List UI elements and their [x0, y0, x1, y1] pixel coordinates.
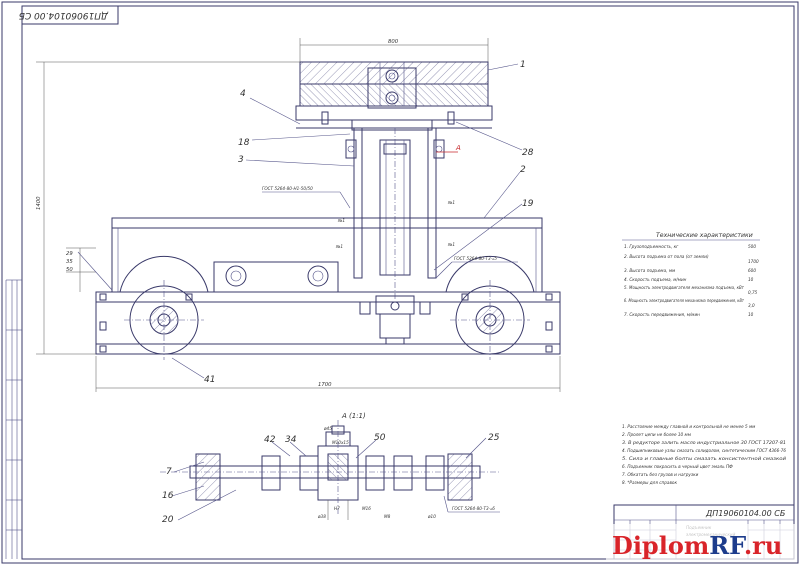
platform-plate-top: [299, 61, 489, 85]
callout-41: 41: [204, 375, 215, 385]
section-view: [160, 420, 500, 515]
weld-mark-2: №1: [335, 244, 343, 249]
note-7: 7. Обкатать без грузов и нагрузки: [622, 472, 699, 477]
callout-20: 20: [162, 515, 174, 525]
note-5: 5. Сила и главные болты смазать консисте…: [622, 456, 786, 461]
spec-label-3: 3. Высота подъема, мм: [624, 268, 675, 273]
logo-part-diplom: Diplom: [612, 531, 709, 560]
title-designation: ДП19060104.00 СБ: [705, 509, 786, 518]
note-1: 1. Расстояние между главной и контрольно…: [622, 424, 755, 429]
technical-notes: 1. Расстояние между главной и контрольно…: [622, 424, 786, 485]
callout-19: 19: [522, 199, 534, 209]
weld-mark-1: №1: [337, 218, 345, 223]
spec-label-7: 7. Скорость передвижения, м/мин: [624, 312, 700, 317]
callout-50: 50: [374, 433, 386, 443]
spec-label-4: 4. Скорость подъема, м/мин: [624, 277, 687, 282]
dim-35: 35: [66, 259, 73, 265]
dim-phi38: ø38: [317, 514, 326, 519]
mast-right-rail: [427, 127, 437, 279]
note-8: 8. *Размеры для справок: [622, 480, 677, 485]
spec-value-2: 1700: [748, 259, 759, 264]
platform-bearing-block: [367, 67, 417, 109]
callouts-section: 42 34 50 25 7 16 20: [162, 433, 500, 525]
view-marker-a: А: [455, 144, 461, 152]
note-3: 3. В редукторе залить масло индустриальн…: [622, 440, 786, 445]
dim-phi10: ø10: [427, 514, 436, 519]
tech-specs-heading: Технические характеристики: [656, 232, 753, 239]
gost-note-2: ГОСТ 5264-80-Т3-▵5: [454, 256, 497, 261]
section-dimensions: ø45 M10х15 H7 ø38 M16 M8 ø10: [317, 426, 436, 520]
gost-note-3: ГОСТ 5264-80-Т3-▵6: [452, 506, 495, 511]
dim-total-height: 1400: [36, 196, 42, 210]
platform-plate-bottom: [299, 83, 489, 107]
left-wheel: [119, 255, 209, 360]
spec-value-5: 0,75: [748, 290, 758, 295]
mast-left-rail: [353, 127, 363, 279]
dim-50: 50: [66, 267, 73, 273]
spec-value-6: 3,0: [748, 303, 755, 308]
dim-m8: M8: [384, 514, 391, 519]
callouts-left: 29 35 50: [77, 251, 113, 291]
platform-bearing-upper: [385, 69, 399, 83]
note-4: 4. Подшипниковые узлы смазать солидолом,…: [622, 448, 786, 453]
callout-18: 18: [238, 138, 250, 148]
dim-29: 29: [66, 251, 73, 257]
dim-h7: H7: [334, 506, 340, 511]
spec-label-2: 2. Высота подъема от пола (от земли): [624, 254, 709, 259]
overall-dimensions: 1400 1700 29 35 50: [36, 61, 561, 392]
tech-specs: Технические характеристики 1. Грузоподъе…: [622, 232, 760, 317]
base-frame: [95, 217, 561, 355]
upper-frame: [111, 217, 543, 229]
spec-value-7: 10: [748, 312, 754, 317]
callout-4: 4: [240, 89, 246, 99]
callout-16: 16: [162, 491, 174, 501]
dim-m16: M16: [362, 506, 371, 511]
weld-mark-3: №1: [447, 200, 455, 205]
dim-m10: M10х15: [332, 440, 349, 445]
mirrored-designation: ДП19060104.00 СБ: [19, 10, 109, 20]
left-binding-strip: [5, 279, 22, 559]
callout-34: 34: [285, 435, 297, 445]
lower-beam: [95, 343, 561, 355]
callout-25: 25: [488, 433, 500, 443]
main-beam: [95, 291, 561, 303]
spec-label-1: 1. Грузоподъемность, кг: [624, 244, 679, 249]
note-6: 6. Подъемник покрасить в черный цвет эма…: [622, 464, 733, 469]
spec-value-3: 600: [748, 268, 756, 273]
logo-part-ru: .ru: [744, 531, 782, 560]
platform-assembly: 800: [295, 38, 493, 131]
mirrored-designation-box: [21, 5, 119, 25]
note-2: 2. Пролет цепи не более 10 мм: [622, 432, 691, 437]
callout-7: 7: [166, 467, 172, 477]
drive-motor: [213, 261, 339, 293]
spec-label-6: 6. Мощность электродвигателя механизма п…: [624, 298, 744, 303]
svg-text:DiplomRF.ru: DiplomRF.ru: [612, 531, 782, 560]
callout-3: 3: [238, 155, 244, 165]
callouts-main: 1 4 18 3 28 2 19 41: [171, 60, 534, 385]
spec-value-1: 500: [748, 244, 756, 249]
gost-note-1: ГОСТ 5264-80-Н1-50/50: [262, 186, 313, 191]
dim-phi45: ø45: [323, 426, 332, 431]
callout-28: 28: [522, 148, 534, 158]
weld-mark-4: №1: [447, 242, 455, 247]
platform-bearing-lower: [385, 91, 399, 105]
logo-part-rf: RF: [709, 531, 746, 560]
spec-label-5: 5. Мощность электродвигателя механизма п…: [624, 285, 745, 290]
inner-frame: [21, 5, 795, 560]
spec-value-4: 10: [748, 277, 754, 282]
section-label: А (1:1): [341, 412, 366, 420]
site-logo: DiplomRF.ru: [606, 524, 796, 560]
callout-2: 2: [520, 165, 526, 175]
lift-mast: №1 №1 №1 №1 А: [335, 127, 461, 300]
callout-42: 42: [264, 435, 276, 445]
dim-base-length: 1700: [318, 382, 332, 388]
callout-1: 1: [520, 60, 526, 70]
right-wheel: [445, 255, 535, 360]
dim-top-width: 800: [388, 39, 399, 45]
